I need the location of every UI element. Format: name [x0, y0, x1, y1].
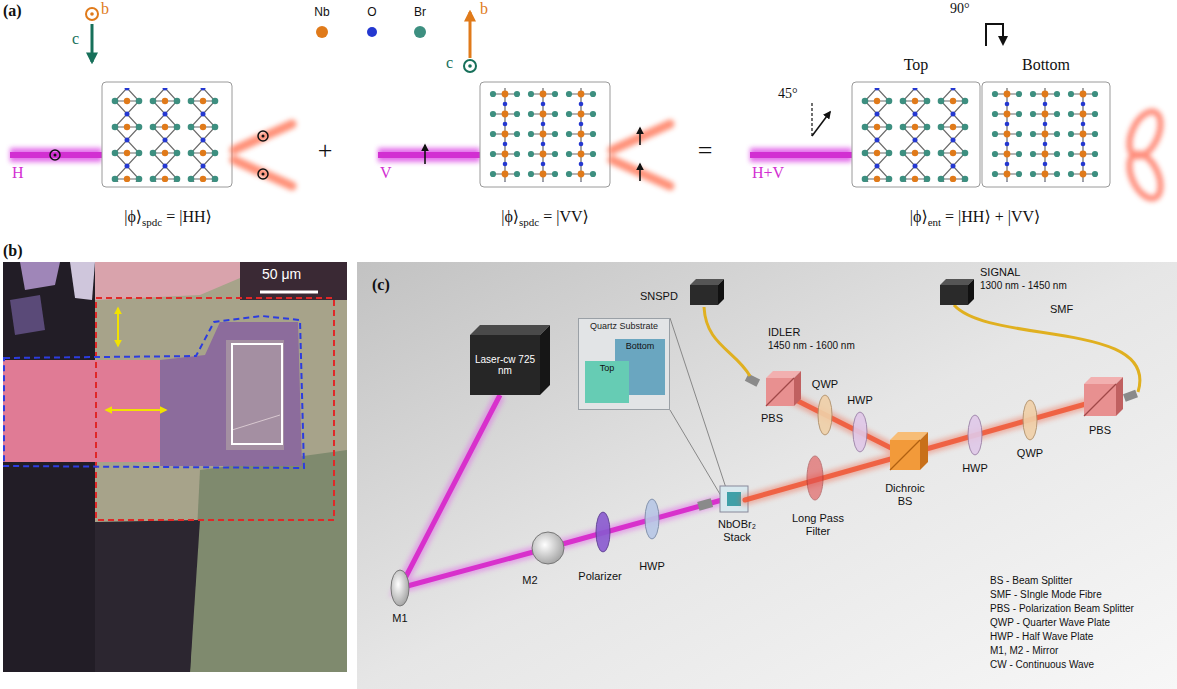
- text-label: QWP: [1017, 447, 1043, 460]
- text-label: PBS: [1089, 424, 1111, 437]
- equation-part: = |VV⟩: [543, 208, 589, 225]
- text-label: HWP: [962, 462, 988, 475]
- text-label: 1300 nm - 1450 nm: [980, 280, 1067, 292]
- equation-part: spdc: [519, 216, 539, 228]
- text-label: c: [446, 54, 453, 72]
- text-label: Nb: [314, 6, 329, 20]
- text-label: Dichroic BS: [879, 482, 931, 507]
- text-label: BS - Beam Splitter: [990, 575, 1072, 587]
- micrograph: [3, 262, 347, 672]
- equation-part: ent: [928, 216, 941, 228]
- text-label: HWP - Half Wave Plate: [990, 631, 1093, 643]
- text-label: Long Pass Filter: [787, 512, 849, 537]
- text-label: SNSPD: [640, 290, 678, 303]
- spdc-cone-2: [612, 124, 670, 186]
- text-label: PBS: [761, 412, 783, 425]
- node-text: Bottom: [615, 341, 665, 351]
- node-text: Top: [588, 363, 626, 373]
- text-label: NbOBr₂ Stack: [712, 518, 762, 543]
- text-label: CW - Continuous Wave: [990, 659, 1094, 671]
- text-label: +: [318, 136, 333, 166]
- equation-part: |ϕ⟩: [910, 208, 928, 225]
- equation: |ϕ⟩spdc = |VV⟩: [501, 207, 589, 228]
- text-label: SIGNAL: [980, 266, 1020, 279]
- equation: |ϕ⟩spdc = |HH⟩: [124, 207, 212, 228]
- text-label: HWP: [639, 560, 665, 573]
- text-label: M1, M2 - Mirror: [990, 645, 1058, 657]
- text-label: V: [380, 164, 392, 182]
- setup-scene: [357, 262, 1177, 689]
- atom-legend: [316, 26, 426, 38]
- text-label: QWP: [812, 378, 838, 391]
- text-label: (c): [372, 276, 390, 294]
- text-label: (a): [3, 2, 22, 20]
- text-label: 1450 nm - 1600 nm: [768, 340, 855, 352]
- text-label: 90°: [950, 1, 970, 17]
- text-label: 45°: [778, 86, 798, 102]
- pump-beam-1: [10, 148, 102, 162]
- text-label: b: [480, 0, 488, 18]
- equation-part: = |HH⟩ + |VV⟩: [945, 208, 1040, 225]
- node-text: Quartz Substrate: [579, 321, 669, 331]
- crystal-1: [102, 82, 232, 187]
- text-label: Polarizer: [578, 570, 621, 583]
- axes-1: [86, 8, 98, 62]
- pump-beam-2: [378, 145, 480, 164]
- text-label: Br: [414, 6, 426, 20]
- text-label: O: [367, 6, 376, 20]
- text-label: SMF - SIngle Mode Fibre: [990, 589, 1102, 601]
- text-label: Top: [904, 56, 929, 74]
- laser-box: Laser-cw 725 nm: [470, 335, 540, 395]
- axes-2: [464, 12, 476, 72]
- text-label: M2: [522, 574, 537, 587]
- equation-part: spdc: [142, 216, 162, 228]
- text-label: SMF: [1050, 303, 1073, 316]
- text-label: H+V: [752, 164, 784, 182]
- equation-part: |ϕ⟩: [124, 208, 142, 225]
- spdc-cone-1: [234, 124, 292, 186]
- text-label: M1: [392, 612, 407, 625]
- text-label: PBS - Polarization Beam Splitter: [990, 603, 1134, 615]
- text-label: H: [12, 164, 24, 182]
- text-label: IDLER: [768, 326, 800, 339]
- quartz-substrate: Quartz SubstrateBottomTop: [578, 318, 670, 410]
- pump-beam-3: [750, 102, 852, 162]
- text-label: c: [72, 30, 79, 48]
- node-text: Laser-cw 725 nm: [473, 354, 537, 376]
- top-flake: Top: [585, 361, 629, 403]
- entangled-emission: [1123, 107, 1167, 203]
- text-label: Bottom: [1022, 56, 1070, 74]
- crystal-2: [480, 82, 610, 187]
- text-label: =: [698, 136, 713, 166]
- equation-part: = |HH⟩: [166, 208, 212, 225]
- text-label: 50 μm: [262, 266, 301, 282]
- equation: |ϕ⟩ent = |HH⟩ + |VV⟩: [910, 207, 1040, 228]
- crystal-stack: [852, 24, 1110, 187]
- text-label: b: [101, 0, 109, 18]
- text-label: HWP: [847, 394, 873, 407]
- text-label: (b): [3, 242, 23, 260]
- equation-part: |ϕ⟩: [501, 208, 519, 225]
- text-label: QWP - Quarter Wave Plate: [990, 617, 1110, 629]
